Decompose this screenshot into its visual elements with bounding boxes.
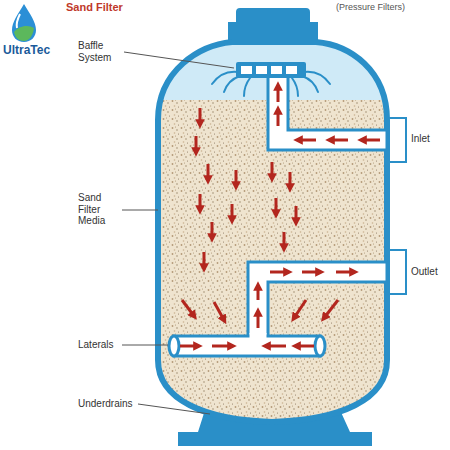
- part-label: Baffle System: [78, 40, 124, 63]
- logo-icon: [12, 4, 36, 42]
- diagram-title: Sand Filter: [66, 1, 123, 14]
- part-label: Sand Filter Media: [78, 192, 118, 227]
- part-label: Underdrains: [78, 398, 132, 410]
- outlet-pipe: [248, 262, 387, 338]
- tank-shell: [158, 42, 387, 422]
- part-label: Outlet: [411, 266, 438, 278]
- logo-text: UltraTec: [3, 44, 50, 58]
- subtitle-note: (Pressure Filters): [336, 2, 405, 12]
- baffle: [236, 62, 306, 78]
- part-label: Laterals: [78, 339, 114, 351]
- tank-contents: [150, 30, 400, 430]
- part-label: Inlet: [411, 133, 430, 145]
- outlet-bracket: [388, 250, 406, 294]
- inlet-bracket: [388, 118, 406, 162]
- leader-lines: [122, 52, 234, 414]
- lateral-pipe: [169, 333, 325, 356]
- inlet-pipe: [268, 78, 387, 150]
- flow-arrows: [180, 86, 380, 346]
